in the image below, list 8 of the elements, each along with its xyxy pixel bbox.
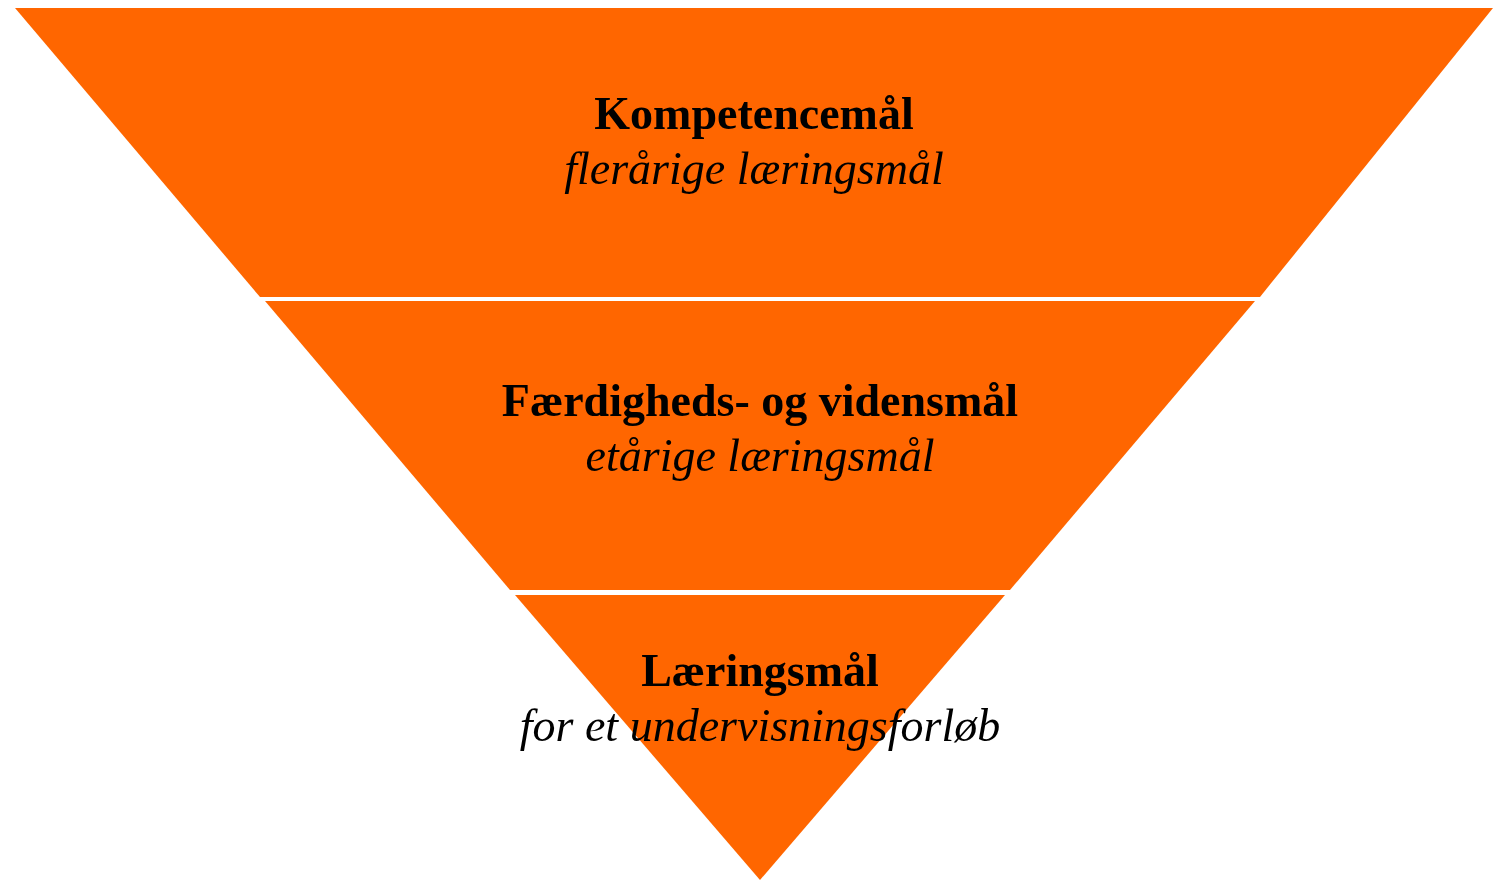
band-subtitle: flerårige læringsmål xyxy=(564,142,944,197)
band-heading: Læringsmål xyxy=(641,644,879,698)
band-heading: Kompetencemål xyxy=(594,87,914,141)
trapezoid-band xyxy=(515,595,1005,880)
band-heading: Færdigheds- og vidensmål xyxy=(501,374,1019,428)
trapezoid-band xyxy=(265,301,1255,590)
band-subtitle: etårige læringsmål xyxy=(585,429,935,484)
trapezoid-band xyxy=(15,8,1493,297)
